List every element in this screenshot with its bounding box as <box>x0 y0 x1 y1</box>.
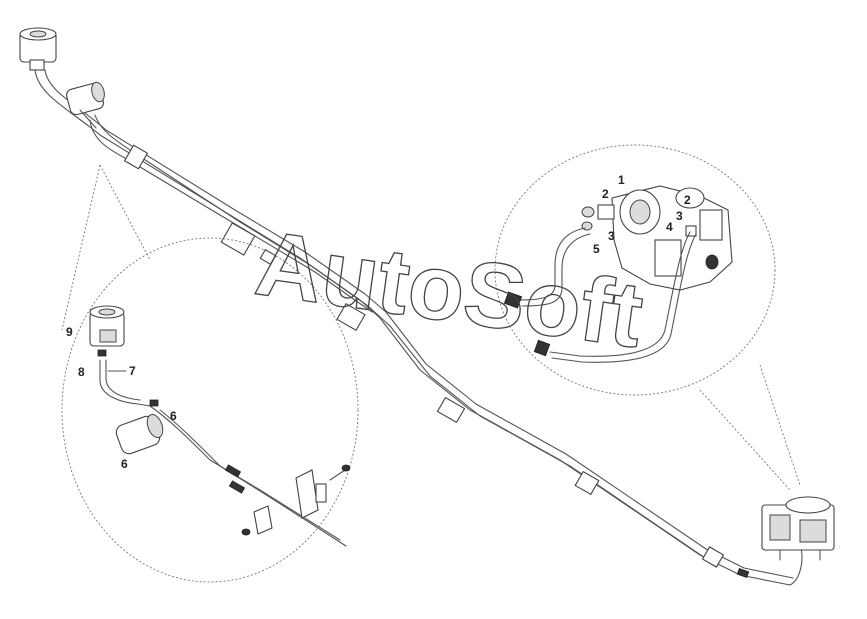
detail-circle-right <box>494 144 801 491</box>
callout-3-right: 3 <box>676 209 683 223</box>
valve-assembly-detail <box>581 185 733 291</box>
detail-circle-left <box>61 164 359 583</box>
valve-pipes-detail <box>503 227 697 363</box>
callout-5: 5 <box>593 242 600 256</box>
callout-3-left: 3 <box>608 229 615 243</box>
main-pipe-run <box>34 69 803 586</box>
callout-1: 1 <box>618 173 625 187</box>
callout-6-upper: 6 <box>170 409 177 423</box>
watermark-text: AutoSoft <box>250 212 649 367</box>
callouts-left: 9 8 7 6 6 <box>66 325 177 471</box>
callout-4: 4 <box>666 220 673 234</box>
callout-2-right: 2 <box>684 193 691 207</box>
valve-top-left <box>66 81 105 129</box>
reservoir-detail <box>89 305 125 357</box>
unit-bottom-right <box>736 496 835 579</box>
reservoir-top-left <box>19 27 57 71</box>
callout-7: 7 <box>129 364 136 378</box>
callout-8: 8 <box>78 365 85 379</box>
callout-2-left: 2 <box>602 187 609 201</box>
callout-6-lower: 6 <box>121 457 128 471</box>
pipe-detail-left <box>99 359 351 547</box>
pipe-clamps <box>123 144 725 568</box>
callout-9: 9 <box>66 325 73 339</box>
callouts-right: 1 2 2 3 3 4 5 <box>593 173 691 256</box>
